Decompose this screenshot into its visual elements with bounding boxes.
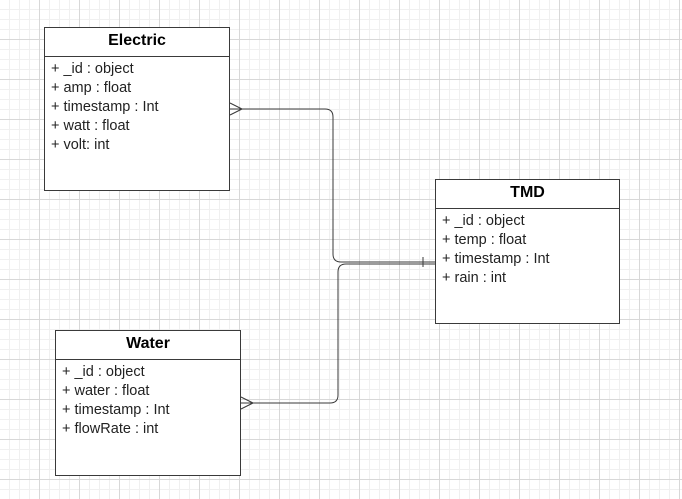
attribute-list: + _id : object + water : float + timesta… bbox=[56, 360, 240, 439]
attribute-flowrate[interactable]: + flowRate : int bbox=[62, 421, 159, 437]
attribute-watt[interactable]: + watt : float bbox=[51, 118, 130, 134]
attribute-timestamp[interactable]: + timestamp : Int bbox=[51, 99, 159, 115]
attribute-id[interactable]: + _id : object bbox=[51, 61, 134, 77]
attribute-list: + _id : object + amp : float + timestamp… bbox=[45, 57, 229, 155]
entity-title: TMD bbox=[436, 180, 619, 209]
attribute-timestamp[interactable]: + timestamp : Int bbox=[62, 402, 170, 418]
relationship-electric-tmd[interactable] bbox=[229, 102, 435, 267]
attribute-rain[interactable]: + rain : int bbox=[442, 270, 507, 286]
attribute-water[interactable]: + water : float bbox=[62, 383, 150, 399]
attribute-id[interactable]: + _id : object bbox=[442, 213, 525, 229]
attribute-amp[interactable]: + amp : float bbox=[51, 80, 132, 96]
crowfoot-water-end bbox=[240, 396, 254, 410]
attribute-timestamp[interactable]: + timestamp : Int bbox=[442, 251, 550, 267]
relationship-water-tmd[interactable] bbox=[240, 263, 435, 410]
attribute-temp[interactable]: + temp : float bbox=[442, 232, 527, 248]
entity-title: Electric bbox=[45, 28, 229, 57]
attribute-volt[interactable]: + volt: int bbox=[51, 137, 110, 153]
attribute-list: + _id : object + temp : float + timestam… bbox=[436, 209, 619, 288]
entity-title: Water bbox=[56, 331, 240, 360]
entity-tmd[interactable]: TMD + _id : object + temp : float + time… bbox=[435, 179, 620, 324]
crowfoot-electric-end bbox=[229, 102, 243, 116]
entity-water[interactable]: Water + _id : object + water : float + t… bbox=[55, 330, 241, 476]
entity-electric[interactable]: Electric + _id : object + amp : float + … bbox=[44, 27, 230, 191]
attribute-id[interactable]: + _id : object bbox=[62, 364, 145, 380]
